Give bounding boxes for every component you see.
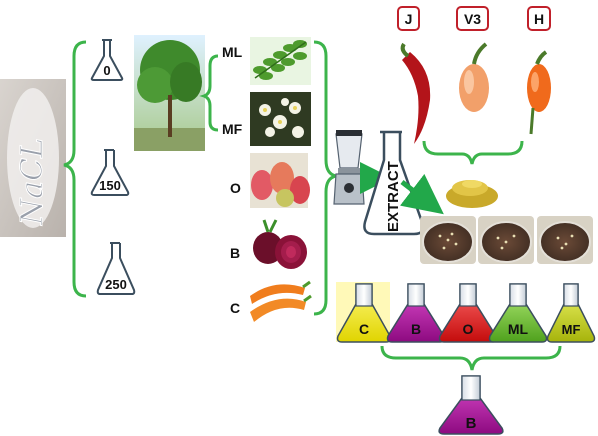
final-flask-label: B — [466, 415, 477, 432]
flask-conc-250: 250 — [96, 242, 136, 295]
label-O: O — [230, 180, 241, 196]
tree-photo — [134, 35, 205, 151]
conc-0-label: 0 — [103, 63, 110, 78]
moringa-leaves-photo — [250, 37, 311, 85]
petri-dish-1 — [420, 216, 476, 264]
salt-photo: NaCL — [0, 79, 66, 237]
flask-final-B: B — [438, 375, 504, 435]
svg-text:B: B — [411, 321, 421, 337]
pepper-H-image — [527, 50, 551, 135]
svg-text:V3: V3 — [464, 11, 481, 27]
label-B: B — [230, 245, 240, 261]
beetroot-photo — [253, 219, 307, 269]
pepper-label-V3: V3 — [456, 6, 489, 31]
conc-150-label: 150 — [99, 178, 121, 193]
pepper-V3-image — [459, 42, 489, 112]
svg-text:J: J — [405, 11, 413, 27]
conc-250-label: 250 — [105, 277, 127, 292]
bracket-extracts — [380, 345, 562, 371]
bracket-sources — [313, 40, 337, 316]
flask-conc-150: 150 — [90, 149, 130, 196]
flask-extract-B: B — [386, 283, 446, 343]
petri-dish-2 — [478, 216, 534, 264]
pepper-J-image — [400, 42, 431, 144]
moringa-flowers-photo — [250, 92, 311, 146]
opuntia-fruit-photo — [250, 153, 310, 208]
svg-text:O: O — [463, 321, 474, 337]
label-MF: MF — [222, 121, 243, 137]
svg-text:MF: MF — [562, 322, 581, 337]
label-C: C — [230, 300, 240, 316]
bracket-salt — [63, 40, 87, 298]
extract-flask: EXTRACT — [363, 130, 425, 236]
svg-text:ML: ML — [508, 321, 529, 337]
bracket-peppers — [422, 140, 524, 165]
seeds-pile — [446, 180, 498, 208]
svg-text:H: H — [534, 11, 544, 27]
petri-dish-3 — [537, 216, 593, 264]
label-ML: ML — [222, 44, 243, 60]
flask-extract-O: O — [438, 283, 498, 343]
svg-text:C: C — [359, 321, 369, 337]
pepper-label-J: J — [397, 6, 420, 31]
extract-label: EXTRACT — [385, 161, 402, 232]
bracket-tree — [199, 54, 219, 132]
flask-extract-C: C — [336, 283, 392, 343]
arrow-extract-to-dishes — [399, 173, 444, 215]
blender-icon — [333, 130, 365, 205]
carrot-photo — [250, 280, 312, 322]
flask-extract-ML: ML — [488, 283, 548, 343]
pepper-label-H: H — [527, 6, 551, 31]
flask-extract-MF: MF — [546, 283, 596, 343]
flask-conc-0: 0 — [90, 39, 124, 81]
salt-photo-text: NaCL — [15, 138, 50, 226]
